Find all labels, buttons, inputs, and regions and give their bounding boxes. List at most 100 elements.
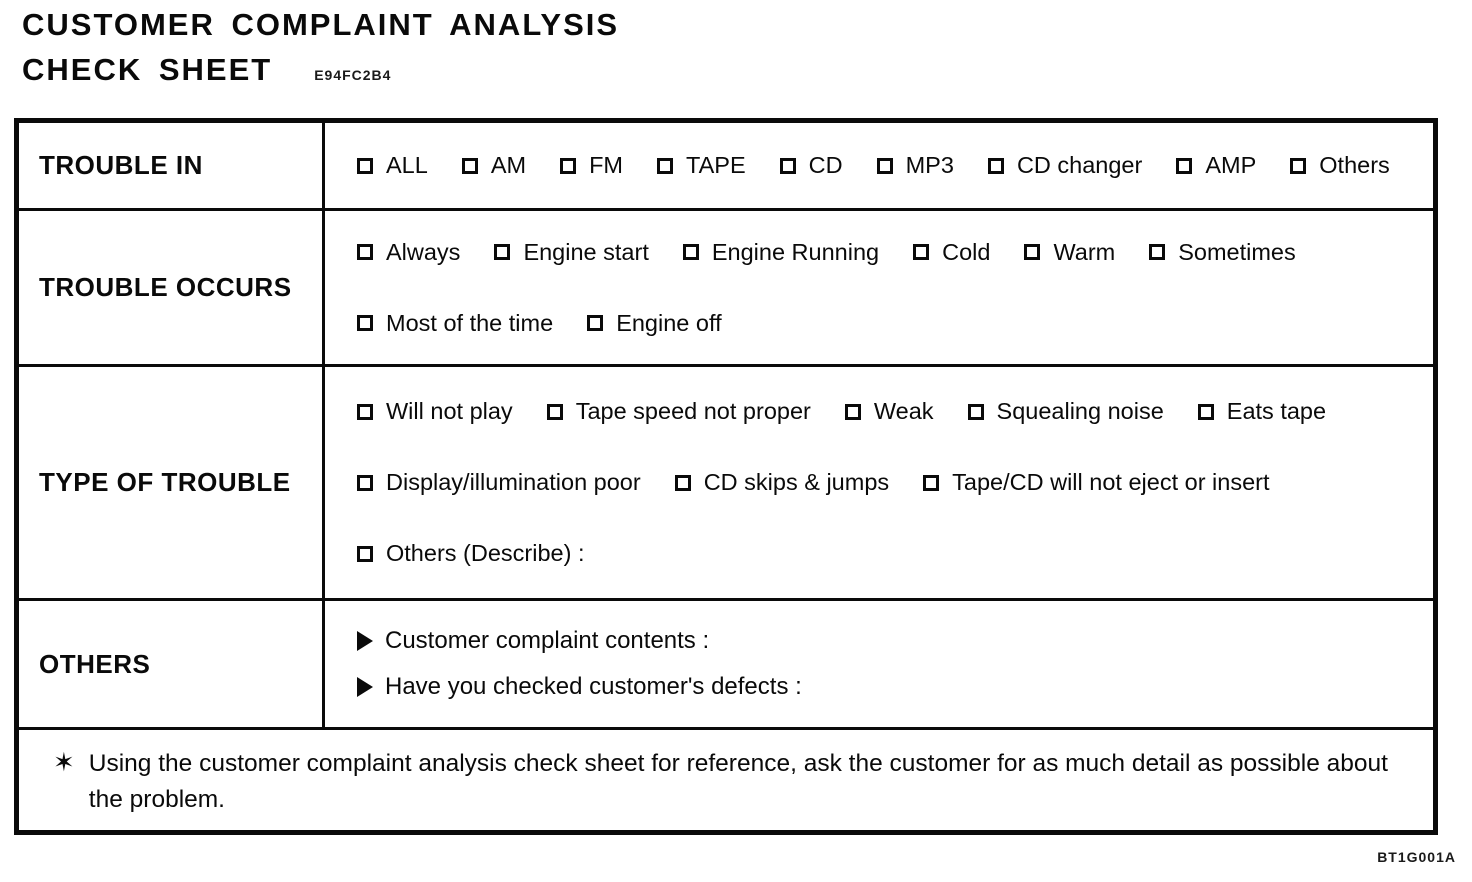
- row-label-cell: OTHERS: [19, 601, 325, 727]
- row-label: TROUBLE IN: [39, 150, 203, 180]
- checkbox-label: CD skips & jumps: [703, 469, 890, 495]
- checkbox-label: CD: [808, 152, 843, 178]
- checkbox-label: Engine Running: [711, 238, 880, 265]
- checkbox-label: AM: [490, 152, 527, 178]
- checkbox-icon: [1290, 157, 1307, 174]
- checkbox-option: Warm: [1024, 239, 1115, 266]
- checkbox-option: ALL: [357, 152, 428, 179]
- checkbox-icon: [1149, 244, 1166, 260]
- checkbox-label: Display/illumination poor: [386, 469, 641, 495]
- checkbox-label: Warm: [1053, 238, 1116, 265]
- checkbox-option: Tape/CD will not eject or insert: [923, 469, 1270, 496]
- checkbox-icon: [357, 157, 373, 174]
- checkbox-label: FM: [589, 152, 624, 178]
- row-content-cell: Customer complaint contents : Have you ch…: [325, 601, 1433, 727]
- checkbox-option: Engine off: [587, 310, 722, 337]
- checkbox-label: Always: [386, 238, 461, 265]
- checkbox-option: Display/illumination poor: [357, 469, 641, 496]
- checkbox-option: MP3: [876, 152, 954, 179]
- right-triangle-icon: [357, 631, 373, 651]
- checkbox-label: Engine start: [523, 238, 649, 265]
- checkbox-icon: [560, 157, 577, 174]
- checkbox-icon: [1197, 403, 1214, 420]
- table-row: OTHERS Customer complaint contents : Have …: [19, 601, 1433, 730]
- checkbox-icon: [967, 403, 984, 420]
- right-triangle-icon: [357, 677, 373, 697]
- row-label-cell: TROUBLE IN: [19, 123, 325, 208]
- checkbox-option: Weak: [844, 398, 934, 425]
- checkbox-icon: [923, 474, 940, 491]
- bullet-line: Have you checked customer's defects :: [357, 673, 802, 701]
- checkbox-label: Weak: [873, 398, 934, 424]
- bullet-label: Customer complaint contents :: [385, 627, 710, 654]
- checkbox-option: FM: [560, 152, 623, 179]
- checkbox-label: ALL: [386, 152, 428, 178]
- content-line: Most of the time Engine off: [357, 310, 1417, 337]
- row-content-cell: Will not play Tape speed not proper Weak Sq…: [325, 367, 1433, 598]
- checkbox-label: Will not play: [386, 398, 513, 424]
- content-line: Always Engine start Engine Running Cold Warm…: [357, 239, 1417, 266]
- checkbox-label: Tape speed not proper: [575, 398, 811, 424]
- checkbox-option: Eats tape: [1197, 398, 1327, 425]
- checkbox-option: AM: [461, 152, 527, 179]
- footnote-row: ✶ Using the customer complaint analysis …: [19, 730, 1433, 830]
- star-icon: ✶: [53, 748, 75, 778]
- checkbox-option: Engine Running: [682, 238, 880, 266]
- checkbox-label: Eats tape: [1226, 398, 1327, 424]
- row-content-cell: Always Engine start Engine Running Cold Warm…: [325, 211, 1433, 364]
- bullet-line: Customer complaint contents :: [357, 627, 709, 655]
- content-line: Will not play Tape speed not proper Weak Sq…: [357, 398, 1417, 425]
- checkbox-icon: [876, 157, 893, 174]
- checkbox-icon: [779, 157, 796, 174]
- checkbox-option: Most of the time: [357, 310, 553, 337]
- checkbox-icon: [844, 403, 861, 420]
- checkbox-option: Cold: [913, 239, 990, 266]
- table-row: TROUBLE OCCURS Always Engine start Engine R…: [19, 211, 1433, 367]
- page-subtitle: CHECK SHEET: [22, 52, 273, 88]
- checkbox-icon: [1024, 244, 1041, 260]
- checkbox-icon: [357, 545, 373, 562]
- checkbox-icon: [357, 403, 373, 420]
- checkbox-option: CD: [779, 152, 843, 179]
- row-label: TROUBLE OCCURS: [39, 272, 292, 302]
- bullet-label: Have you checked customer's defects :: [385, 673, 802, 700]
- content-line: Others (Describe) :: [357, 540, 1417, 567]
- document-code: BT1G001A: [1377, 849, 1456, 865]
- checkbox-icon: [657, 157, 674, 174]
- checkbox-icon: [357, 244, 373, 260]
- checkbox-option: CD changer: [987, 152, 1143, 179]
- checkbox-icon: [357, 474, 373, 491]
- checkbox-option: Others: [1290, 152, 1390, 179]
- checkbox-option: Tape speed not proper: [546, 398, 811, 425]
- checkbox-label: TAPE: [686, 152, 746, 178]
- checkbox-option: Always: [357, 239, 460, 266]
- table-row: TYPE OF TROUBLE Will not play Tape speed n…: [19, 367, 1433, 601]
- checkbox-label: CD changer: [1016, 152, 1143, 178]
- checkbox-icon: [546, 403, 563, 420]
- checkbox-label: Sometimes: [1178, 238, 1296, 265]
- checkbox-option: CD skips & jumps: [674, 469, 890, 496]
- row-label-cell: TROUBLE OCCURS: [19, 211, 325, 364]
- page-title: CUSTOMER COMPLAINT ANALYSIS: [22, 7, 620, 42]
- checkbox-icon: [682, 244, 699, 260]
- checkbox-label: MP3: [905, 152, 954, 178]
- checkbox-label: Most of the time: [386, 309, 554, 336]
- title-block: CUSTOMER COMPLAINT ANALYSIS CHECK SHEET …: [22, 6, 619, 88]
- checkbox-option: Others (Describe) :: [357, 540, 585, 567]
- checkbox-label: Cold: [942, 238, 991, 265]
- checkbox-option: Engine start: [494, 238, 649, 266]
- checkbox-label: Others (Describe) :: [386, 540, 585, 566]
- checkbox-label: Others: [1319, 152, 1390, 178]
- checkbox-icon: [587, 315, 604, 331]
- checkbox-label: Tape/CD will not eject or insert: [952, 469, 1270, 495]
- checkbox-icon: [987, 157, 1004, 174]
- checkbox-icon: [674, 474, 691, 491]
- row-label-cell: TYPE OF TROUBLE: [19, 367, 325, 598]
- checkbox-option: TAPE: [657, 152, 746, 179]
- checkbox-label: Squealing noise: [996, 398, 1164, 424]
- footnote-text: Using the customer complaint analysis ch…: [88, 750, 1388, 813]
